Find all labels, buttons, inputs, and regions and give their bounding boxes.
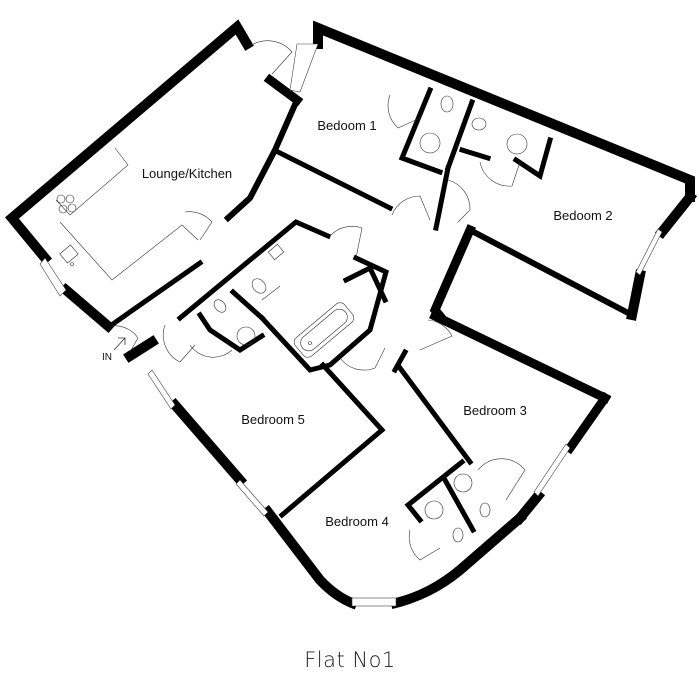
ensuite5-door[interactable] (189, 344, 233, 358)
ensuite-divider (444, 98, 476, 172)
bed1-bottom-wall (274, 148, 394, 212)
shower-icon (424, 500, 444, 520)
windows (39, 43, 663, 607)
room-label-bedroom-2: Bedoom 2 (553, 208, 612, 223)
room-label-bedroom-3: Bedroom 3 (463, 403, 527, 418)
bed1-window (289, 43, 319, 93)
room-label-bedroom-1: Bedoom 1 (317, 118, 376, 133)
toilet-icon (471, 117, 487, 131)
bed5-window-lower (235, 479, 269, 517)
void-left-wall (429, 224, 476, 323)
bed2-right-wall-lower (626, 269, 646, 321)
bed4-window (351, 597, 397, 607)
bed3-left-wall (396, 364, 474, 466)
wc-divider (229, 288, 266, 322)
toilet-icon (440, 95, 454, 113)
entrance-arrow-icon (113, 337, 126, 351)
bed1-door[interactable] (391, 195, 431, 221)
ensuite4-door[interactable] (408, 529, 441, 561)
bed5-exterior-wall (167, 397, 248, 488)
bathtub-icon (293, 302, 355, 358)
lounge-rear-door[interactable] (249, 40, 293, 75)
lounge-outer-wall (5, 19, 254, 266)
entrance-label: IN (102, 352, 112, 363)
kitchen-window (39, 257, 67, 297)
corridor-stub (433, 165, 451, 231)
entrance-door[interactable] (111, 325, 139, 353)
bath-top-wall (176, 219, 332, 322)
toilet-icon (452, 527, 464, 543)
kitchen-sink-icon (59, 244, 79, 266)
bed4-door[interactable] (339, 347, 386, 371)
bed5-door[interactable] (162, 324, 196, 363)
bed3-right-wall-upper (563, 391, 612, 455)
toilet-icon (213, 299, 227, 313)
ensuite4-wall (404, 458, 466, 524)
toilet-icon (479, 502, 491, 518)
bed3-exterior-stub (512, 488, 546, 526)
shower-icon (419, 132, 441, 154)
screen-line (261, 285, 281, 301)
bed3-door[interactable] (419, 319, 453, 351)
lounge-right-wall (223, 96, 301, 223)
lounge-kitchen-wall (106, 259, 204, 330)
bed5-right-wall (278, 361, 386, 519)
plan-title: Flat No1 (304, 648, 396, 672)
bed2-door[interactable] (447, 179, 471, 223)
ensuite2-door[interactable] (479, 161, 521, 187)
basin-icon (267, 243, 285, 261)
bed2-right-wall-upper (654, 189, 698, 240)
room-labels: Lounge/Kitchen Bedoom 1 Bedoom 2 Bedroom… (142, 118, 613, 529)
ensuite2-bottom (458, 146, 492, 162)
bed4-exterior-right (389, 510, 528, 610)
bed5-entry-stub (123, 335, 159, 363)
ensuite1-door[interactable] (387, 94, 421, 129)
room-label-lounge-kitchen: Lounge/Kitchen (142, 166, 232, 181)
doors (111, 40, 526, 561)
bed3-window (533, 443, 571, 497)
room-label-bedroom-5: Bedroom 5 (241, 412, 305, 427)
kitchen-counter-lower (59, 221, 199, 281)
ensuite2-wall (512, 136, 554, 180)
ensuite-3-4-divider (441, 476, 477, 534)
bed5-window-upper (147, 369, 176, 410)
bed2-window (635, 228, 663, 276)
bath-block-wall (258, 254, 389, 373)
bed2-bottom-wall (465, 225, 637, 320)
bathroom-door[interactable] (329, 226, 363, 259)
cupboard-wall (342, 264, 389, 304)
ensuite3-door[interactable] (477, 458, 526, 501)
bed4-exterior-left (260, 504, 359, 610)
bed3-top-wall (428, 309, 612, 405)
shower-icon (506, 133, 528, 155)
shower-icon (236, 326, 256, 346)
hob-icon (56, 194, 77, 214)
walls (5, 19, 698, 610)
lounge-lower-wall (58, 282, 116, 334)
room-label-bedroom-4: Bedroom 4 (325, 514, 389, 529)
top-exterior-wall (313, 20, 695, 202)
shower-icon (453, 473, 473, 493)
toilet-icon (251, 278, 267, 294)
kitchen-counter-upper (55, 147, 129, 216)
ensuite5-wall (196, 311, 266, 353)
lounge-right-stub (263, 73, 304, 107)
lounge-door[interactable] (184, 211, 213, 241)
bed3-door-stub (391, 348, 409, 374)
ensuite1-wall (398, 86, 444, 176)
fixtures (55, 95, 528, 543)
